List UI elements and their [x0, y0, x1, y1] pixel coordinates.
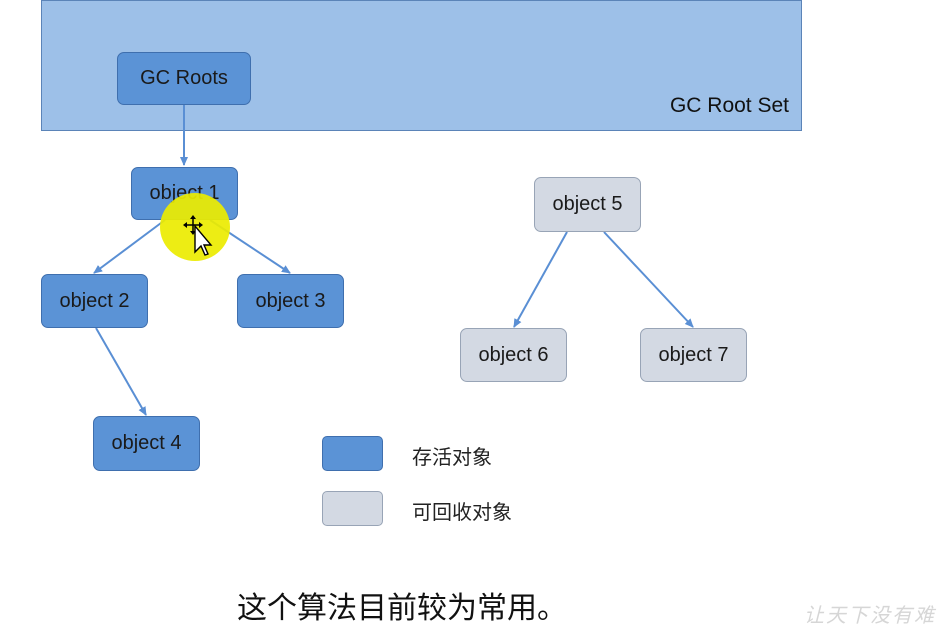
node-object-6: object 6: [460, 328, 567, 382]
legend-swatch-dead: [322, 491, 383, 526]
node-object-2: object 2: [41, 274, 148, 328]
watermark-text: 让天下没有难: [804, 603, 936, 627]
node-object-4: object 4: [93, 416, 200, 471]
edge-object5-to-object7: [603, 231, 694, 328]
legend-label-dead: 可回收对象: [412, 500, 512, 524]
node-object-5: object 5: [534, 177, 641, 232]
edge-object5-to-object6: [513, 231, 568, 328]
move-cursor-icon: [183, 215, 213, 256]
caption-text: 这个算法目前较为常用。: [237, 591, 567, 626]
gc-root-set-label: GC Root Set: [669, 94, 789, 117]
edge-object2-to-object4: [95, 327, 147, 416]
legend-swatch-alive: [322, 436, 383, 471]
node-object-3: object 3: [237, 274, 344, 328]
node-object-7: object 7: [640, 328, 747, 382]
node-gc-roots: GC Roots: [117, 52, 251, 105]
edge-object1-to-object2: [93, 219, 166, 274]
legend-label-alive: 存活对象: [412, 445, 492, 469]
